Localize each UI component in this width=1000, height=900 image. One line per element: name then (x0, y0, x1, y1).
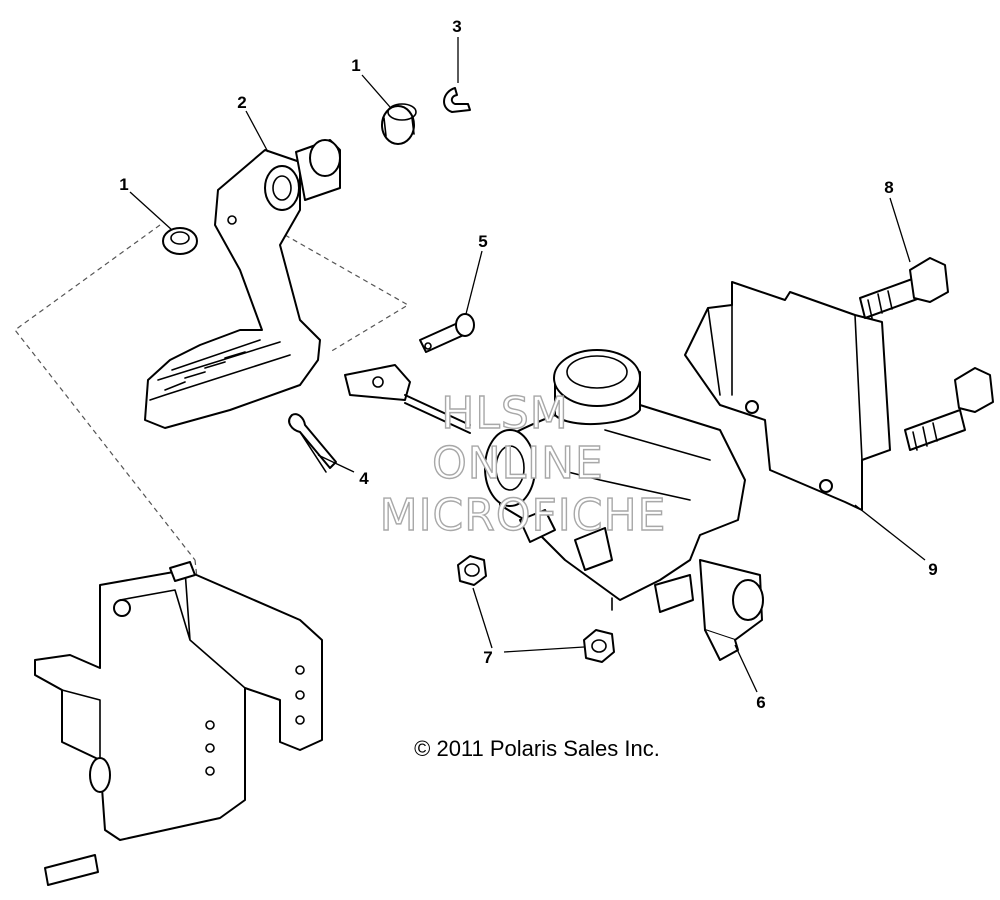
mounting-plate (684, 281, 891, 511)
bushing-1-lower (162, 227, 198, 255)
nut-7-lower (583, 629, 615, 663)
watermark: HLSM ONLINE MICROFICHE (379, 387, 667, 541)
callout-9: 9 (928, 560, 937, 579)
callout-6: 6 (756, 693, 765, 712)
copyright-text: © 2011 Polaris Sales Inc. (414, 736, 660, 761)
master-cylinder (344, 349, 764, 661)
e-clip (443, 87, 471, 113)
bolt-8-upper (859, 257, 949, 319)
bolt-8-lower (904, 367, 994, 451)
leader-lines (129, 37, 926, 693)
clevis-pin (419, 313, 475, 353)
nut-7-upper (457, 555, 487, 586)
cotter-pin (288, 413, 337, 473)
brake-pedal (144, 139, 341, 429)
callout-1-upper: 1 (351, 56, 360, 75)
frame-bracket (34, 561, 323, 886)
callout-5: 5 (478, 232, 487, 251)
callout-3: 3 (452, 17, 461, 36)
watermark-line-3: MICROFICHE (380, 490, 667, 541)
bushing-1-upper (381, 103, 417, 145)
callout-2: 2 (237, 93, 246, 112)
watermark-line-1: HLSM (441, 388, 569, 439)
callout-8: 8 (884, 178, 893, 197)
callout-4: 4 (359, 469, 369, 488)
callout-7: 7 (483, 648, 492, 667)
callout-1-lower: 1 (119, 175, 128, 194)
callout-labels: 1 1 2 3 4 5 6 7 8 9 (119, 17, 937, 712)
watermark-line-2: ONLINE (432, 438, 604, 489)
